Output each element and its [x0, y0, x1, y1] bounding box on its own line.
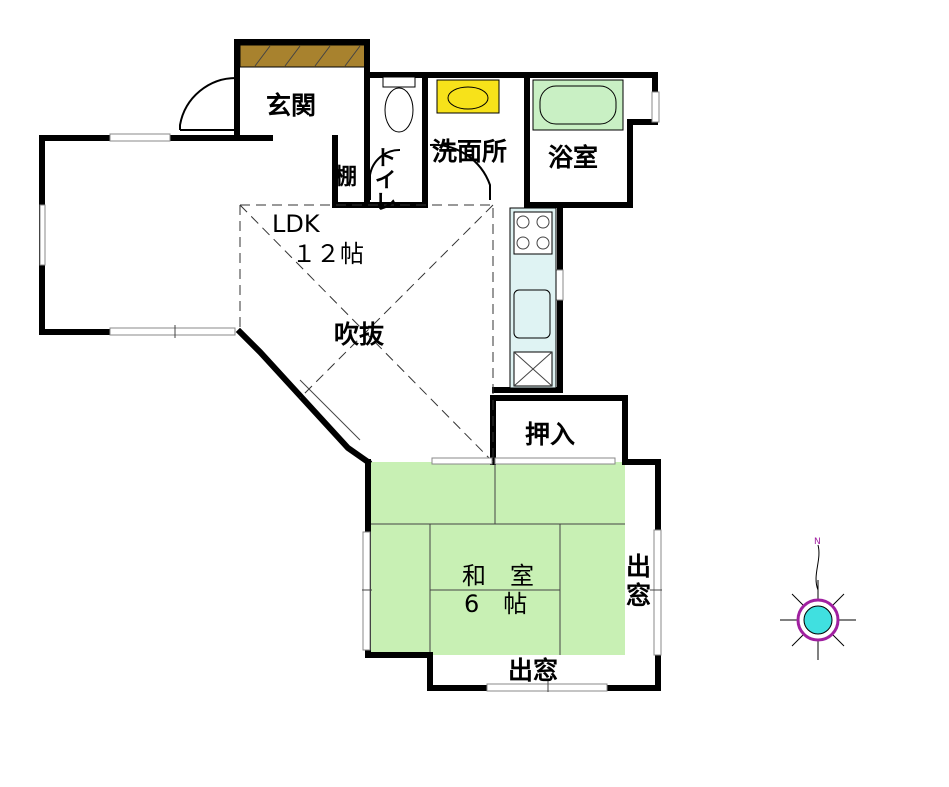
ldk-label: LDK — [272, 210, 321, 238]
ldk-size-label: １２帖 — [292, 240, 364, 268]
fukinuke-lines — [239, 204, 494, 463]
compass-north-label: N — [814, 537, 821, 547]
demado-right-label-bottom: 窓 — [626, 581, 651, 610]
genkan-label: 玄関 — [266, 91, 316, 120]
oshiire-label: 押入 — [525, 420, 575, 449]
toilet-label: トイレ — [371, 146, 396, 212]
doors — [179, 76, 491, 200]
kitchen-counter — [509, 207, 557, 389]
washbasin — [436, 79, 500, 114]
washitsu-size-label: 6 帖 — [464, 590, 527, 618]
bathtub — [532, 79, 624, 131]
windows — [39, 91, 662, 692]
senmenjo-label: 洗面所 — [432, 137, 507, 166]
yokushitsu-label: 浴室 — [548, 143, 598, 172]
washitsu-floor — [368, 462, 625, 655]
shoe-cabinet — [239, 44, 366, 68]
tana-label: 棚 — [335, 165, 357, 190]
demado-right-label-top: 出 — [626, 552, 651, 581]
compass-icon: N — [780, 537, 856, 660]
washitsu-label: 和 室 — [462, 562, 534, 590]
toilet-fixture — [382, 76, 416, 133]
fukinuke-label: 吹抜 — [334, 320, 385, 349]
demado-bottom-label: 出窓 — [508, 656, 558, 685]
